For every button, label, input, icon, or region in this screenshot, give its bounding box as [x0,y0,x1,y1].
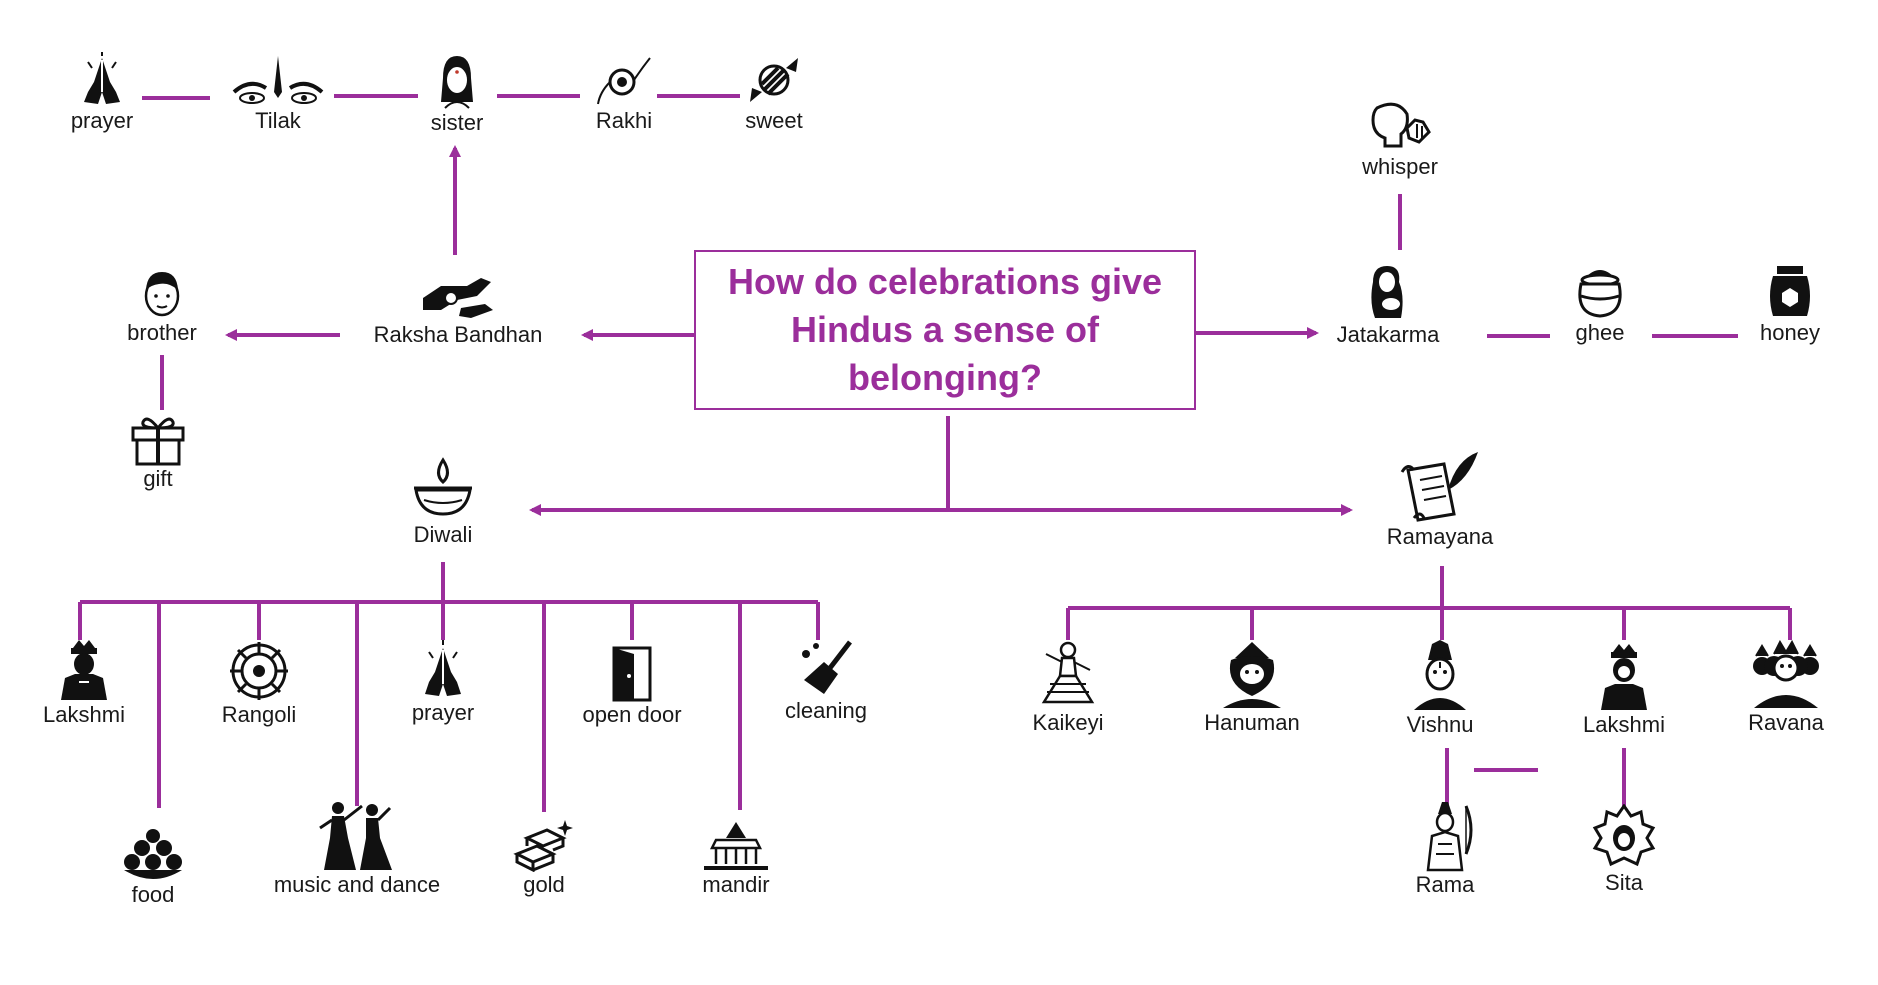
diya-lamp-icon [414,457,472,516]
label-diwali-lakshmi: Lakshmi [43,702,125,727]
node-rakhi: Rakhi [534,52,714,134]
node-diwali-lakshmi: Lakshmi [0,638,174,728]
node-open-door: open door [542,646,722,728]
deity-icon [1414,640,1466,710]
node-gift: gift [68,412,248,492]
node-music-dance: music and dance [267,800,447,898]
archer-icon [1426,802,1473,872]
node-rama: Rama [1355,800,1535,898]
praying-hands-icon [84,52,120,104]
node-prayer-top: prayer [12,52,192,134]
label-sister: sister [430,110,484,135]
node-vishnu: Vishnu [1350,640,1530,738]
tilak-eyes-icon [232,56,324,104]
sweets-plate-icon [124,829,182,879]
label-open-door: open door [582,702,682,727]
label-gold: gold [523,872,565,897]
ravana-icon [1753,640,1819,708]
label-brother: brother [127,320,197,345]
label-ramayana: Ramayana [1386,524,1494,549]
label-ravana: Ravana [1748,710,1824,735]
whisper-icon [1371,102,1431,148]
label-mandir: mandir [702,872,770,897]
node-ravana: Ravana [1696,640,1876,736]
scroll-quill-icon [1400,452,1478,522]
label-diwali: Diwali [413,522,473,547]
label-tilak: Tilak [255,108,301,133]
label-ramayana-lakshmi: Lakshmi [1583,712,1665,737]
node-honey: honey [1700,262,1878,346]
deity-icon [1592,804,1656,867]
dancers-icon [319,802,392,870]
label-food: food [131,882,175,907]
label-kaikeyi: Kaikeyi [1032,710,1104,735]
label-whisper: whisper [1362,154,1438,179]
label-raksha-bandhan: Raksha Bandhan [373,322,543,347]
praying-hands-icon [425,640,461,696]
woman-face-icon [441,56,473,109]
candy-icon [750,58,798,102]
label-vishnu: Vishnu [1406,712,1474,737]
node-kaikeyi: Kaikeyi [978,640,1158,736]
honey-jar-icon [1770,266,1810,316]
label-music-dance: music and dance [273,872,441,897]
node-sweet: sweet [684,52,864,134]
dancer-icon [1041,641,1095,704]
node-ramayana: Ramayana [1350,450,1530,550]
label-sita: Sita [1605,870,1643,895]
ghee-pot-icon [1578,270,1622,318]
node-diwali: Diwali [353,456,533,548]
central-question-text: How do celebrations give Hindus a sense … [727,261,1163,398]
node-diwali-prayer: prayer [353,640,533,726]
node-jatakarma: Jatakarma [1298,262,1478,348]
label-honey: honey [1760,320,1820,345]
node-ramayana-lakshmi: Lakshmi [1534,642,1714,738]
node-hanuman: Hanuman [1162,640,1342,736]
central-question: How do celebrations give Hindus a sense … [694,250,1196,410]
label-diwali-prayer: prayer [411,700,475,725]
node-mandir: mandir [646,820,826,898]
rangoli-icon [230,642,288,700]
gold-bars-icon [513,820,573,872]
node-raksha-bandhan: Raksha Bandhan [368,264,548,348]
door-icon [612,646,652,702]
node-sister: sister [367,52,547,136]
node-food: food [63,826,243,908]
node-sita: Sita [1534,804,1714,896]
node-brother: brother [72,268,252,346]
rakhi-icon [597,57,651,105]
temple-icon [704,822,768,870]
label-ghee: ghee [1575,320,1625,345]
hanuman-icon [1223,642,1281,708]
label-rakhi: Rakhi [595,108,653,133]
label-hanuman: Hanuman [1204,710,1300,735]
node-whisper: whisper [1310,98,1490,180]
node-ghee: ghee [1510,262,1690,346]
label-gift: gift [143,466,173,491]
deity-icon [1601,644,1647,710]
node-tilak: Tilak [188,52,368,134]
label-sweet: sweet [745,108,803,133]
hands-rakhi-icon [423,278,493,318]
label-jatakarma: Jatakarma [1336,322,1440,347]
gift-box-icon [131,417,185,466]
label-rama: Rama [1415,872,1475,897]
mother-baby-icon [1371,266,1403,318]
label-cleaning: cleaning [785,698,867,723]
node-gold: gold [454,818,634,898]
deity-icon [61,640,107,700]
node-rangoli: Rangoli [169,640,349,728]
label-prayer: prayer [70,108,134,133]
broom-icon [802,640,852,694]
label-rangoli: Rangoli [221,702,297,727]
boy-face-icon [144,272,180,317]
node-cleaning: cleaning [736,640,916,724]
